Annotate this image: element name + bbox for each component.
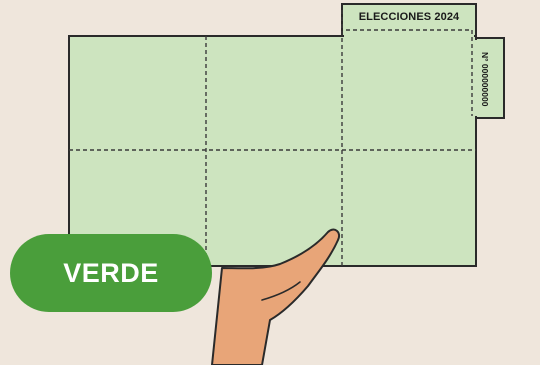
ballot-fold-lines	[69, 10, 476, 266]
ballot-sheet	[68, 35, 477, 267]
color-badge: VERDE	[10, 234, 212, 312]
hand-illustration	[211, 228, 340, 365]
color-badge-label: VERDE	[63, 257, 159, 288]
ballot-serial-number: N° 000000000	[480, 51, 490, 107]
ballot-title: ELECCIONES 2024	[358, 11, 460, 23]
